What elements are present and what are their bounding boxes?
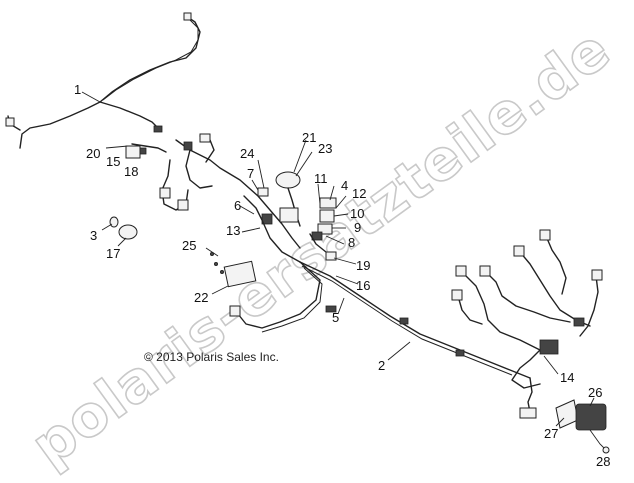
callout-14: 14 bbox=[560, 370, 574, 385]
callout-1: 1 bbox=[74, 82, 81, 97]
harness-1 bbox=[5, 12, 201, 149]
callout-6: 6 bbox=[234, 198, 241, 213]
callout-7: 7 bbox=[247, 166, 254, 181]
part-26-regulator bbox=[519, 377, 610, 454]
callout-4: 4 bbox=[341, 178, 348, 193]
part-18-relay bbox=[125, 143, 167, 159]
callout-8: 8 bbox=[348, 235, 355, 250]
callout-21: 21 bbox=[302, 130, 316, 145]
callout-24: 24 bbox=[240, 146, 254, 161]
callout-12: 12 bbox=[352, 186, 366, 201]
callout-17: 17 bbox=[106, 246, 120, 261]
harness-5 bbox=[229, 261, 337, 333]
junction-center bbox=[243, 171, 301, 263]
callout-26: 26 bbox=[588, 385, 602, 400]
callout-23: 23 bbox=[318, 141, 332, 156]
callout-13: 13 bbox=[226, 223, 240, 238]
callout-18: 18 bbox=[124, 164, 138, 179]
harness-branch-left bbox=[159, 133, 301, 249]
callout-15: 15 bbox=[106, 154, 120, 169]
leader-lines bbox=[81, 91, 595, 427]
callout-2: 2 bbox=[378, 358, 385, 373]
part-22-module bbox=[209, 251, 257, 288]
harness-right bbox=[451, 229, 603, 389]
callout-20: 20 bbox=[86, 146, 100, 161]
callout-25: 25 bbox=[182, 238, 196, 253]
callout-5: 5 bbox=[332, 310, 339, 325]
callout-19: 19 bbox=[356, 258, 370, 273]
connector-cluster bbox=[309, 197, 337, 261]
callout-22: 22 bbox=[194, 290, 208, 305]
harness-2 bbox=[299, 261, 531, 379]
copyright-text: © 2013 Polaris Sales Inc. bbox=[144, 350, 279, 364]
callout-9: 9 bbox=[354, 220, 361, 235]
callout-16: 16 bbox=[356, 278, 370, 293]
callout-28: 28 bbox=[596, 454, 610, 469]
callout-labels: 1 2 3 4 5 6 7 8 9 10 11 12 13 14 15 16 1… bbox=[74, 82, 610, 469]
callout-3: 3 bbox=[90, 228, 97, 243]
part-17-grommet bbox=[109, 216, 138, 240]
callout-10: 10 bbox=[350, 206, 364, 221]
callout-11: 11 bbox=[314, 171, 328, 186]
callout-27: 27 bbox=[544, 426, 558, 441]
